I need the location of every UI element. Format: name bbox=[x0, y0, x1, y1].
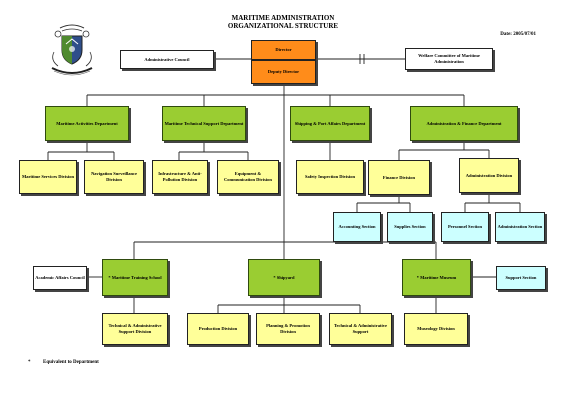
department-maritime-technical-support: Maritime Technical Support Department bbox=[162, 106, 246, 141]
division-production: Production Division bbox=[187, 313, 249, 345]
welfare-committee-box: Welfare Committee of Maritime Administra… bbox=[405, 48, 493, 70]
deputy-director-box: Deputy Director bbox=[251, 60, 316, 84]
division-equipment-communication: Equipment & Communication Division bbox=[217, 160, 279, 194]
division-administration: Administration Division bbox=[459, 158, 519, 193]
section-accounting: Accounting Section bbox=[333, 212, 381, 242]
footnote: * Equivalent to Department bbox=[28, 360, 99, 365]
chart-title-line1: MARITIME ADMINISTRATION bbox=[231, 14, 335, 22]
division-maritime-services: Maritime Services Division bbox=[19, 160, 77, 194]
division-navigation-surveillance: Navigation Surveillance Division bbox=[84, 160, 144, 194]
section-supplies: Supplies Section bbox=[387, 212, 433, 242]
footnote-marker: * bbox=[28, 360, 31, 365]
chart-date: Date: 2005/07/01 bbox=[500, 32, 536, 37]
division-planning-promotion: Planning & Promotion Division bbox=[256, 313, 320, 345]
maritime-training-school-box: * Maritime Training School bbox=[102, 259, 168, 296]
division-technical-administrative-support-training: Technical & Administrative Support Divis… bbox=[102, 313, 168, 345]
maritime-museum-box: * Maritime Museum bbox=[402, 259, 471, 296]
academic-affairs-council-box: Academic Affairs Council bbox=[33, 266, 87, 290]
support-section-box: Support Section bbox=[496, 266, 546, 290]
division-museology: Museology Division bbox=[404, 313, 468, 345]
division-safety-inspection: Safety Inspection Division bbox=[296, 160, 364, 194]
division-finance: Finance Division bbox=[368, 160, 430, 195]
division-infrastructure-anti-pollution: Infrastructure & Anti-Pollution Division bbox=[152, 160, 208, 194]
maritime-emblem-logo bbox=[51, 24, 93, 76]
department-maritime-activities: Maritime Activities Department bbox=[45, 106, 129, 141]
administrative-council-box: Administrative Council bbox=[120, 50, 214, 69]
department-shipping-port-affairs: Shipping & Port Affairs Department bbox=[290, 106, 370, 141]
director-box: Director bbox=[251, 40, 316, 60]
division-technical-administrative-support-shipyard: Technical & Administrative Support bbox=[329, 313, 392, 345]
shipyard-box: * Shipyard bbox=[248, 259, 320, 296]
department-administration-finance: Administration & Finance Department bbox=[410, 106, 518, 141]
section-administration: Administration Section bbox=[495, 212, 545, 242]
chart-title-line2: ORGANIZATIONAL STRUCTURE bbox=[227, 22, 339, 30]
footnote-text: Equivalent to Department bbox=[43, 360, 99, 365]
section-personnel: Personnel Section bbox=[441, 212, 489, 242]
